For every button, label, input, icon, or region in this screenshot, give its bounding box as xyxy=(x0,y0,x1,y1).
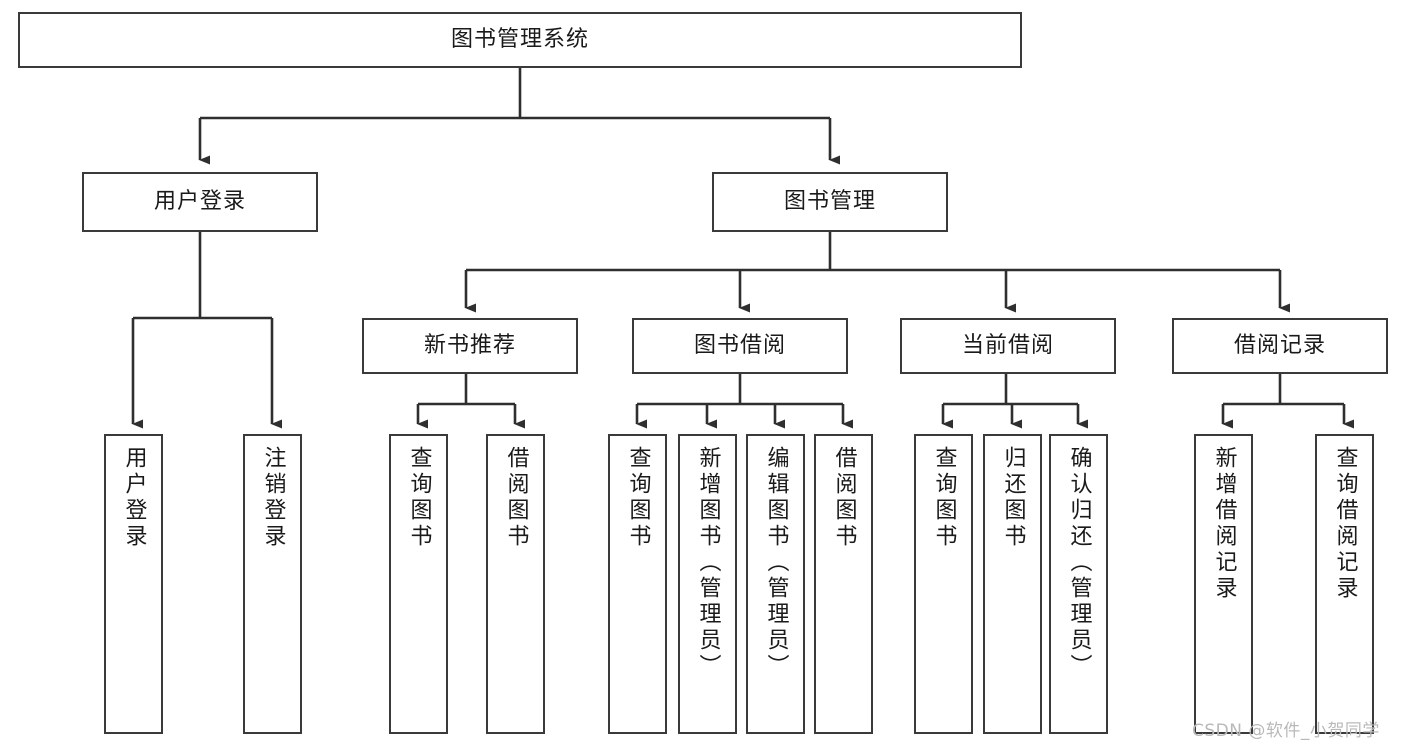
node-leaf-query-book-3-label: 查询图书 xyxy=(931,446,957,550)
node-book-management[interactable]: 图书管理 xyxy=(712,172,948,232)
node-user-login-label: 用户登录 xyxy=(153,189,246,215)
node-leaf-add-book[interactable]: 新增图书（管理员） xyxy=(678,434,737,734)
node-leaf-add-record[interactable]: 新增借阅记录 xyxy=(1194,434,1253,734)
node-leaf-query-book-3[interactable]: 查询图书 xyxy=(914,434,973,734)
node-book-borrow[interactable]: 图书借阅 xyxy=(632,318,848,374)
node-leaf-add-record-label: 新增借阅记录 xyxy=(1211,446,1237,602)
node-leaf-edit-book[interactable]: 编辑图书（管理员） xyxy=(746,434,805,734)
node-leaf-logout-login[interactable]: 注销登录 xyxy=(243,434,302,734)
node-new-book-recommend[interactable]: 新书推荐 xyxy=(362,318,578,374)
csdn-watermark: CSDN @软件_小贺同学 xyxy=(1192,721,1380,741)
node-leaf-query-record[interactable]: 查询借阅记录 xyxy=(1315,434,1374,734)
node-leaf-user-login[interactable]: 用户登录 xyxy=(104,434,163,734)
node-book-management-label: 图书管理 xyxy=(783,189,876,215)
node-new-book-recommend-label: 新书推荐 xyxy=(423,333,516,359)
node-leaf-confirm-return-label: 确认归还（管理员） xyxy=(1066,446,1092,680)
node-borrow-record-label: 借阅记录 xyxy=(1233,333,1326,359)
node-leaf-borrow-book-1-label: 借阅图书 xyxy=(503,446,529,550)
node-leaf-query-book-1[interactable]: 查询图书 xyxy=(389,434,448,734)
node-leaf-user-login-label: 用户登录 xyxy=(121,446,147,550)
node-leaf-add-book-label: 新增图书（管理员） xyxy=(695,446,721,680)
node-leaf-confirm-return[interactable]: 确认归还（管理员） xyxy=(1049,434,1108,734)
node-leaf-borrow-book-2-label: 借阅图书 xyxy=(831,446,857,550)
node-leaf-logout-login-label: 注销登录 xyxy=(260,446,286,550)
node-leaf-query-book-2[interactable]: 查询图书 xyxy=(608,434,667,734)
node-root[interactable]: 图书管理系统 xyxy=(18,12,1022,68)
node-book-borrow-label: 图书借阅 xyxy=(693,333,786,359)
node-current-borrow-label: 当前借阅 xyxy=(961,333,1054,359)
node-leaf-borrow-book-1[interactable]: 借阅图书 xyxy=(486,434,545,734)
node-leaf-return-book[interactable]: 归还图书 xyxy=(983,434,1042,734)
node-leaf-query-book-2-label: 查询图书 xyxy=(625,446,651,550)
node-user-login[interactable]: 用户登录 xyxy=(82,172,318,232)
node-leaf-query-record-label: 查询借阅记录 xyxy=(1332,446,1358,602)
node-leaf-return-book-label: 归还图书 xyxy=(1000,446,1026,550)
node-leaf-borrow-book-2[interactable]: 借阅图书 xyxy=(814,434,873,734)
node-root-label: 图书管理系统 xyxy=(450,27,589,53)
node-borrow-record[interactable]: 借阅记录 xyxy=(1172,318,1388,374)
node-leaf-edit-book-label: 编辑图书（管理员） xyxy=(763,446,789,680)
node-current-borrow[interactable]: 当前借阅 xyxy=(900,318,1116,374)
node-leaf-query-book-1-label: 查询图书 xyxy=(406,446,432,550)
